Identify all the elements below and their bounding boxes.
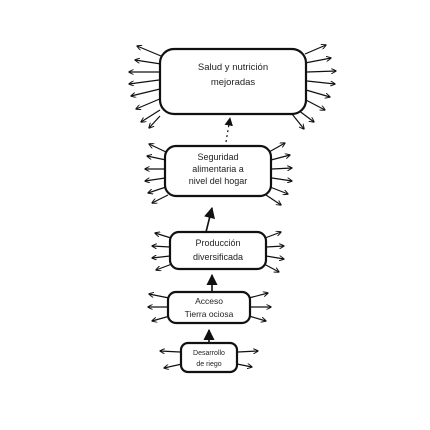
node-acceso-line-2: Tierra ociosa bbox=[185, 309, 234, 319]
node-seguridad: Seguridad alimentaria a nivel del hogar bbox=[163, 144, 273, 198]
edge-seguridad-salud bbox=[224, 117, 233, 143]
node-seguridad-line-1: Seguridad bbox=[197, 152, 238, 162]
node-seguridad-line-2: alimentaria a bbox=[192, 164, 244, 174]
node-acceso-line-1: Acceso bbox=[195, 296, 223, 306]
node-produccion-line-2: diversificada bbox=[193, 252, 243, 262]
node-desarrollo-line-2: de riego bbox=[196, 361, 221, 368]
node-salud: Salud y nutrición mejoradas bbox=[158, 47, 308, 116]
node-produccion-line-1: Producción bbox=[195, 238, 240, 248]
node-desarrollo: Desarrollo de riego bbox=[179, 341, 239, 374]
node-acceso: Acceso Tierra ociosa bbox=[166, 290, 252, 325]
node-seguridad-line-3: nivel del hogar bbox=[189, 176, 248, 186]
arrow-bursts bbox=[129, 45, 336, 368]
connectors bbox=[203, 117, 233, 342]
nodes: Salud y nutrición mejoradas Seguridad al… bbox=[158, 47, 308, 374]
edge-produccion-seguridad bbox=[204, 206, 215, 233]
desarrollo-outward-arrows bbox=[160, 351, 258, 368]
node-produccion: Producción diversificada bbox=[168, 230, 268, 271]
node-salud-line-2: mejoradas bbox=[211, 77, 256, 88]
node-desarrollo-line-1: Desarrollo bbox=[193, 350, 225, 357]
node-salud-line-1: Salud y nutrición bbox=[198, 62, 268, 73]
produccion-outward-arrows bbox=[152, 232, 284, 272]
seguridad-outward-arrows bbox=[145, 143, 292, 205]
acceso-outward-arrows bbox=[148, 293, 271, 321]
